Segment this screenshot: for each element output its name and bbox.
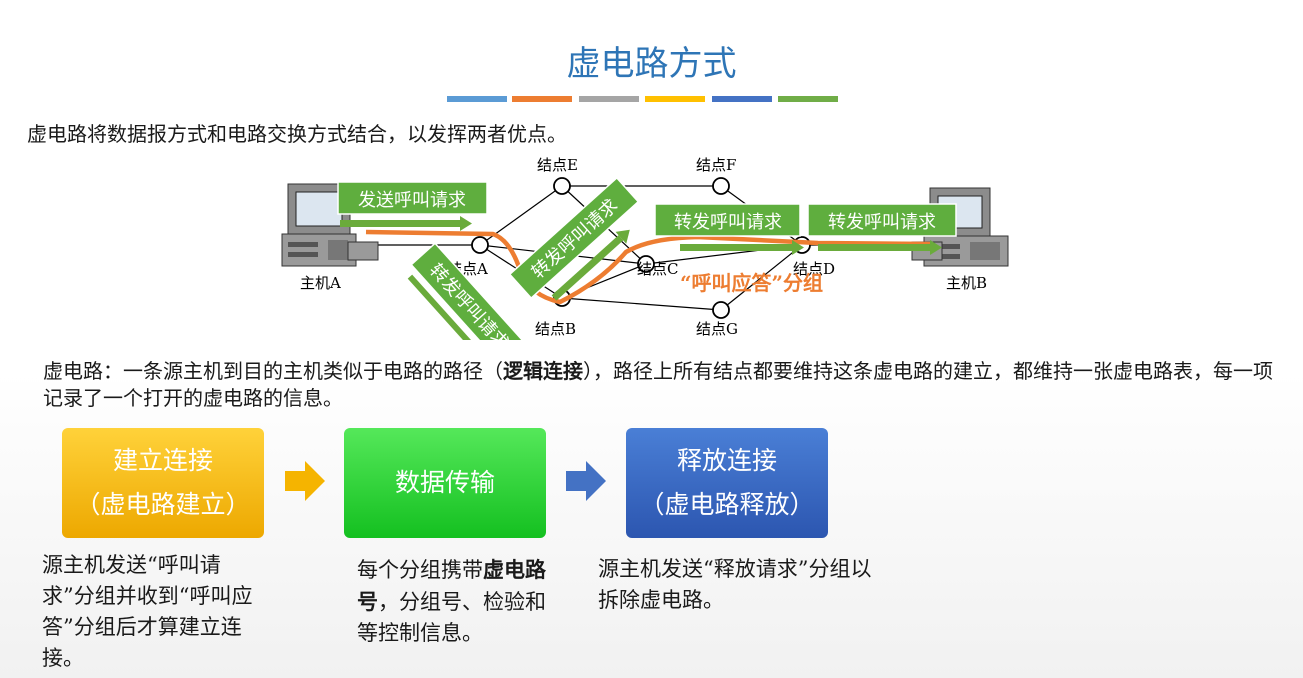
green-arrow-d-hostb xyxy=(818,240,942,255)
label-forward-call-request-cd: 转发呼叫请求 xyxy=(654,203,801,237)
green-arrow-c-d xyxy=(680,240,804,255)
label-send-call-request: 发送呼叫请求 xyxy=(337,181,488,215)
node-g-circle xyxy=(712,301,730,319)
step-release-connection: 释放连接 （虚电路释放） xyxy=(626,428,828,538)
green-arrow-b-c xyxy=(551,229,630,301)
call-answer-label: “呼叫应答”分组 xyxy=(680,271,823,295)
host-a-label: 主机A xyxy=(300,274,341,292)
node-e-circle xyxy=(553,177,571,195)
step-establish-connection: 建立连接 （虚电路建立） xyxy=(62,428,264,538)
node-b-label: 结点B xyxy=(535,320,576,338)
step-release-title: 释放连接 xyxy=(676,446,777,475)
link-b-g xyxy=(561,297,722,311)
arrow-right-icon-1 xyxy=(285,461,325,501)
description-bold: 逻辑连接 xyxy=(503,359,583,383)
arrow-right-icon-2 xyxy=(566,461,606,501)
forward-call-request-text-cd: 转发呼叫请求 xyxy=(674,212,782,233)
intro-text: 虚电路将数据报方式和电路交换方式结合，以发挥两者优点。 xyxy=(27,122,567,146)
note-release: 源主机发送“释放请求”分组以拆除虚电路。 xyxy=(598,557,872,612)
node-c-circle xyxy=(637,255,655,273)
forward-call-request-text-dh: 转发呼叫请求 xyxy=(828,212,936,233)
step-release-subtitle: （虚电路释放） xyxy=(639,490,815,519)
label-forward-call-request-ab: 转发呼叫请求 xyxy=(407,242,530,370)
step-transfer-title: 数据传输 xyxy=(394,468,495,497)
virtual-circuit-description: 虚电路：一条源主机到目的主机类似于电路的路径（逻辑连接），路径上所有结点都要维持… xyxy=(43,358,1273,412)
link-g-d xyxy=(720,244,803,311)
node-f-label: 结点F xyxy=(696,156,736,174)
virtual-circuit-diagram: 主机A 主机B 结点A 结点B 结点C 结点D 结点E 结点F 结点G xyxy=(278,146,1013,370)
accent-bar-1 xyxy=(447,96,507,102)
step-establish-title: 建立连接 xyxy=(112,446,213,475)
node-a-circle xyxy=(471,236,489,254)
note-establish: 源主机发送“呼叫请求”分组并收到“呼叫应答”分组后才算建立连接。 xyxy=(42,553,253,670)
virtual-circuit-path xyxy=(365,229,931,305)
note-transfer-bold: 虚电路号 xyxy=(357,557,546,614)
accent-bar-4 xyxy=(645,96,705,102)
description-part-1: 虚电路：一条源主机到目的主机类似于电路的路径（ xyxy=(43,359,503,383)
step-data-transfer: 数据传输 xyxy=(344,428,546,538)
node-d-label: 结点D xyxy=(793,260,835,278)
node-e-label: 结点E xyxy=(537,156,578,174)
page-title: 虚电路方式 xyxy=(566,44,737,84)
node-c-label: 结点C xyxy=(637,260,678,278)
accent-bar-2 xyxy=(512,96,572,102)
label-forward-call-request-dh: 转发呼叫请求 xyxy=(807,203,957,237)
computer-icon-host-a xyxy=(281,183,379,267)
note-transfer-post: ，分组号、检验和等控制信息。 xyxy=(357,590,546,645)
green-arrow-host-a xyxy=(340,216,472,231)
description-part-2: ），路径上所有结点都要维持这条虚电路的建立，都维持一张虚电路表，每一项记录了一个… xyxy=(43,359,1273,410)
host-b-label: 主机B xyxy=(946,274,987,292)
accent-bar-6 xyxy=(778,96,838,102)
accent-bar-5 xyxy=(712,96,772,102)
note-transfer: 每个分组携带虚电路号，分组号、检验和等控制信息。 xyxy=(357,554,557,649)
send-call-request-text: 发送呼叫请求 xyxy=(358,190,466,211)
node-g-label: 结点G xyxy=(696,320,738,338)
network-diagram-svg: 主机A 主机B 结点A 结点B 结点C 结点D 结点E 结点F 结点G xyxy=(281,156,1009,370)
accent-bar-3 xyxy=(579,96,639,102)
step-establish-subtitle: （虚电路建立） xyxy=(75,490,251,519)
node-f-circle xyxy=(712,177,730,195)
note-transfer-pre: 每个分组携带 xyxy=(357,558,483,582)
